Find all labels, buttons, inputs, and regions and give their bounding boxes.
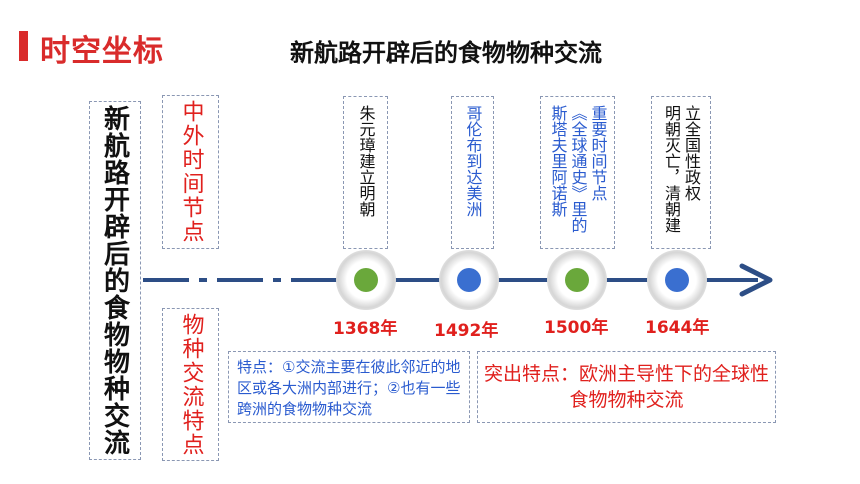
features-note: 特点：①交流主要在彼此邻近的地区或各大洲内部进行；②也有一些跨洲的食物物种交流: [228, 351, 470, 423]
event-text-1500-col3: 重要时间节点: [588, 105, 608, 201]
row-label-time-nodes: 中外时间节点: [162, 95, 219, 249]
event-text-1644-col2: 立全国性政权: [682, 105, 701, 201]
row-label-time-nodes-text: 中外时间节点: [178, 100, 204, 244]
section-header: 时空坐标: [40, 34, 164, 69]
event-box-1644: 明朝灭亡，清朝建 立全国性政权: [651, 96, 711, 249]
node-dot-1500: [565, 268, 589, 292]
event-box-1368: 朱元璋建立明朝: [343, 96, 388, 249]
highlight-note: 突出特点：欧洲主导性下的全球性食物物种交流: [477, 351, 776, 423]
event-text-1368: 朱元璋建立明朝: [356, 105, 376, 217]
header-accent-bar: [19, 31, 28, 61]
event-text-1500-col1: 斯塔夫里阿诺斯: [548, 105, 568, 217]
row-label-features: 物种交流特点: [162, 308, 219, 461]
event-box-1492: 哥伦布到达美洲: [451, 96, 494, 249]
row-label-features-text: 物种交流特点: [178, 312, 204, 457]
year-label-1492: 1492年: [434, 321, 499, 341]
node-dot-1368: [354, 268, 378, 292]
event-text-1500-col2: 《全球通史》里的: [568, 105, 588, 233]
page-title: 新航路开辟后的食物物种交流: [290, 39, 602, 67]
event-text-1492: 哥伦布到达美洲: [463, 105, 483, 217]
node-dot-1644: [665, 268, 689, 292]
year-label-1500: 1500年: [544, 318, 609, 338]
side-label: 新航路开辟后的食物物种交流: [99, 105, 130, 456]
side-label-box: 新航路开辟后的食物物种交流: [89, 101, 141, 460]
year-label-1368: 1368年: [333, 319, 398, 339]
year-label-1644: 1644年: [645, 318, 710, 338]
event-box-1500: 斯塔夫里阿诺斯 《全球通史》里的 重要时间节点: [540, 96, 615, 249]
event-text-1644-col1: 明朝灭亡，清朝建: [662, 105, 681, 233]
node-dot-1492: [457, 268, 481, 292]
timeline-arrow-head: [739, 263, 773, 297]
